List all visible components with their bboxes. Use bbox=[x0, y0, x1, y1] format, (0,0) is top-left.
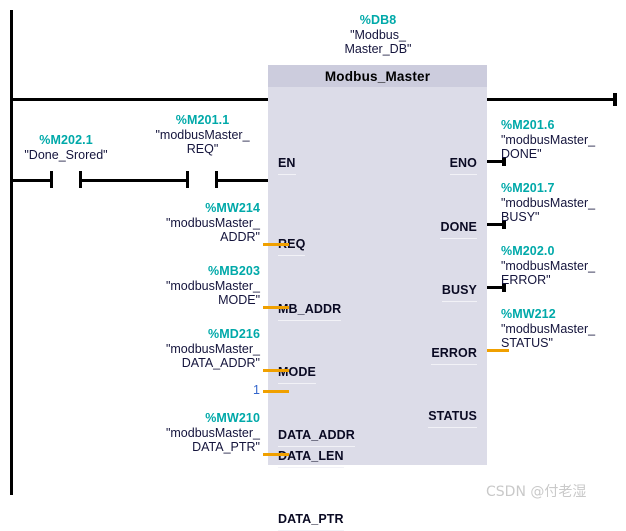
operand-address: %MB203 bbox=[207, 264, 260, 278]
operand-symbol-line1: "modbusMaster_ bbox=[501, 321, 596, 336]
operand-data-len-literal: 1 bbox=[253, 383, 260, 397]
pin-mode[interactable]: MODE bbox=[278, 365, 316, 384]
contact-symbol-line1: "modbusMaster_ bbox=[155, 127, 250, 142]
operand-symbol-line2: ERROR" bbox=[501, 273, 551, 287]
operand-symbol-line2: MODE" bbox=[218, 293, 260, 307]
rung-wire-req-seg3 bbox=[215, 179, 269, 182]
operand-address: %M201.6 bbox=[501, 118, 555, 132]
pin-en[interactable]: EN bbox=[278, 156, 296, 175]
connector-done bbox=[487, 157, 506, 166]
contact-address: %M201.1 bbox=[175, 113, 230, 127]
contact-symbol: "Done_Srored" bbox=[24, 147, 108, 162]
operand-symbol-line2: BUSY" bbox=[501, 210, 540, 224]
pin-eno-label: ENO bbox=[449, 156, 477, 170]
block-db-symbol-line2: Master_DB" bbox=[344, 42, 412, 56]
connector-data-len bbox=[263, 390, 289, 393]
pin-req[interactable]: REQ bbox=[278, 237, 306, 256]
operand-symbol-line1: "modbusMaster_ bbox=[501, 195, 596, 210]
pin-data-len[interactable]: DATA_LEN bbox=[278, 449, 344, 468]
operand-mode: %MB203 "modbusMaster_ MODE" bbox=[135, 264, 260, 308]
operand-status: %MW212 "modbusMaster_ STATUS" bbox=[501, 307, 623, 351]
pin-status[interactable]: STATUS bbox=[428, 409, 477, 428]
operand-symbol-line1: "modbusMaster_ bbox=[501, 258, 596, 273]
operand-data-addr: %MD216 "modbusMaster_ DATA_ADDR" bbox=[125, 327, 260, 371]
pin-done[interactable]: DONE bbox=[440, 220, 477, 239]
power-rail-left bbox=[10, 10, 13, 495]
operand-error: %M202.0 "modbusMaster_ ERROR" bbox=[501, 244, 623, 288]
operand-address: %MW210 bbox=[205, 411, 260, 425]
plc-ladder-network: { "block": { "db_address": "%DB8", "db_s… bbox=[6, 10, 623, 531]
pin-data-ptr[interactable]: DATA_PTR bbox=[278, 512, 344, 531]
operand-address: %MW212 bbox=[501, 307, 556, 321]
function-block-modbus-master[interactable]: Modbus_Master EN REQ MB_ADDR MODE DATA_A… bbox=[268, 65, 487, 531]
pin-mode-label: MODE bbox=[278, 365, 316, 379]
connector-status bbox=[487, 349, 509, 352]
operand-address: %M201.7 bbox=[501, 181, 555, 195]
connector-data-ptr bbox=[263, 453, 289, 456]
pin-error-label: ERROR bbox=[431, 346, 477, 360]
rung-wire-req-seg1 bbox=[11, 179, 53, 182]
rung-wire-eno-terminal bbox=[613, 93, 617, 106]
connector-mb-addr bbox=[263, 243, 289, 246]
operand-symbol-line1: "modbusMaster_ bbox=[165, 215, 260, 230]
pin-status-label: STATUS bbox=[428, 409, 477, 423]
operand-address: %M202.0 bbox=[501, 244, 555, 258]
pin-en-label: EN bbox=[278, 156, 296, 170]
csdn-watermark: CSDN @付老湿 bbox=[486, 484, 587, 500]
pin-error[interactable]: ERROR bbox=[431, 346, 477, 365]
operand-symbol-line2: DATA_ADDR" bbox=[181, 356, 260, 370]
connector-error bbox=[487, 283, 506, 292]
rung-wire-en bbox=[11, 98, 269, 101]
contact-symbol-line2: REQ" bbox=[186, 142, 219, 156]
operand-done: %M201.6 "modbusMaster_ DONE" bbox=[501, 118, 623, 162]
connector-data-addr bbox=[263, 369, 289, 372]
pin-eno[interactable]: ENO bbox=[449, 156, 477, 175]
connector-mode bbox=[263, 306, 289, 309]
pin-data-ptr-label: DATA_PTR bbox=[278, 512, 344, 526]
pin-mb-addr[interactable]: MB_ADDR bbox=[278, 302, 342, 321]
pin-data-addr-label: DATA_ADDR bbox=[278, 428, 355, 442]
rung-wire-eno bbox=[487, 98, 617, 101]
pin-mb-addr-label: MB_ADDR bbox=[278, 302, 342, 316]
operand-symbol-line1: "modbusMaster_ bbox=[165, 341, 260, 356]
operand-symbol-line1: "modbusMaster_ bbox=[165, 425, 260, 440]
pin-data-addr[interactable]: DATA_ADDR bbox=[278, 428, 355, 447]
rung-wire-req-seg2 bbox=[79, 179, 189, 182]
block-db-symbol-line1: "Modbus_ bbox=[350, 27, 406, 42]
contact-address: %M202.1 bbox=[39, 133, 93, 147]
block-db-address: %DB8 bbox=[359, 13, 397, 27]
operand-symbol-line1: "modbusMaster_ bbox=[165, 278, 260, 293]
pin-done-label: DONE bbox=[440, 220, 477, 234]
contact-label-done-srored: %M202.1 "Done_Srored" bbox=[6, 133, 126, 162]
operand-data-ptr: %MW210 "modbusMaster_ DATA_PTR" bbox=[130, 411, 260, 455]
operand-symbol-line1: "modbusMaster_ bbox=[501, 132, 596, 147]
contact-modbusmaster-req[interactable] bbox=[186, 171, 218, 188]
pin-busy[interactable]: BUSY bbox=[441, 283, 477, 302]
operand-busy: %M201.7 "modbusMaster_ BUSY" bbox=[501, 181, 623, 225]
contact-label-modbusmaster-req: %M201.1 "modbusMaster_ REQ" bbox=[140, 113, 265, 157]
operand-address: %MW214 bbox=[205, 201, 260, 215]
function-block-title: Modbus_Master bbox=[268, 65, 487, 87]
pin-busy-label: BUSY bbox=[441, 283, 477, 297]
block-db-label: %DB8 "Modbus_ Master_DB" bbox=[268, 13, 488, 57]
operand-symbol-line2: ADDR" bbox=[220, 230, 260, 244]
connector-busy bbox=[487, 220, 506, 229]
operand-symbol-line2: DATA_PTR" bbox=[192, 440, 260, 454]
pin-data-len-label: DATA_LEN bbox=[278, 449, 344, 463]
contact-done-srored[interactable] bbox=[50, 171, 82, 188]
operand-address: %MD216 bbox=[207, 327, 260, 341]
operand-mb-addr: %MW214 "modbusMaster_ ADDR" bbox=[135, 201, 260, 245]
operand-symbol-line2: DONE" bbox=[501, 147, 542, 161]
operand-symbol-line2: STATUS" bbox=[501, 336, 553, 350]
pin-req-label: REQ bbox=[278, 237, 306, 251]
